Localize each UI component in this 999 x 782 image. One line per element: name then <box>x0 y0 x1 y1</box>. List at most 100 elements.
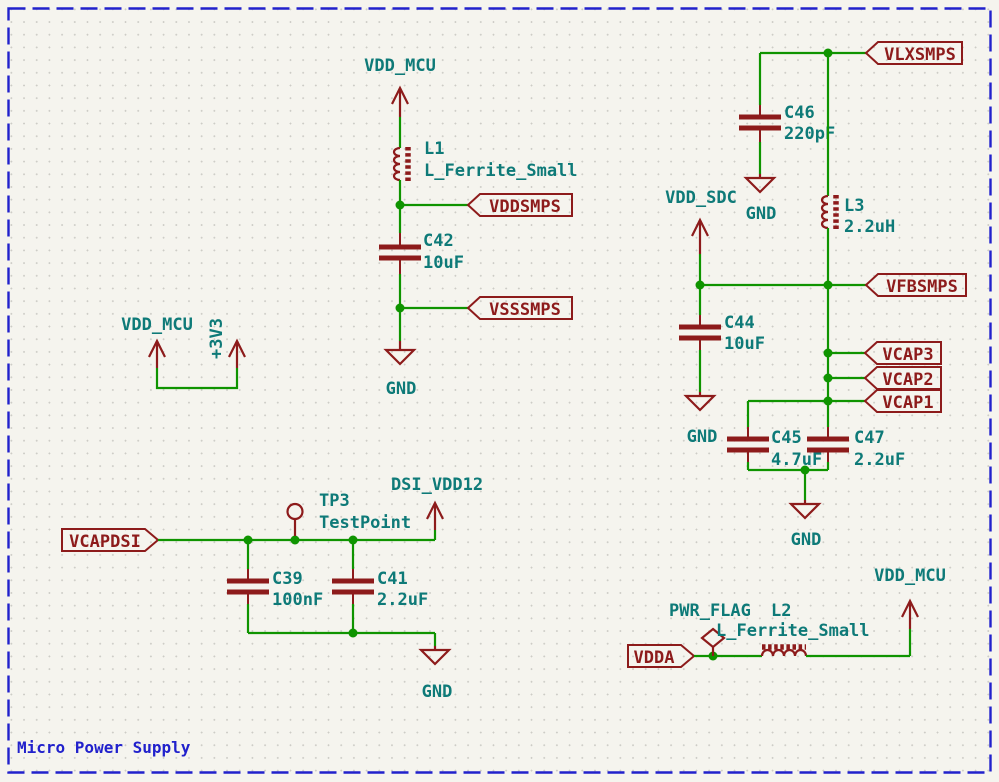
inductor-l1[interactable]: L1 L_Ferrite_Small <box>392 139 578 182</box>
reference[interactable]: L2 <box>771 601 791 621</box>
reference[interactable]: C42 <box>423 231 454 251</box>
global-label-vdda[interactable]: VDDA <box>627 644 696 668</box>
power-symbol-vdd-mcu-top[interactable]: VDD_MCU <box>364 56 436 117</box>
reference[interactable]: L3 <box>844 196 864 216</box>
value[interactable]: L_Ferrite_Small <box>716 621 870 641</box>
inductor-l3[interactable]: L3 2.2uH <box>820 194 895 237</box>
power-symbol-vdd-mcu-left[interactable]: VDD_MCU <box>121 315 193 368</box>
capacitor-c45[interactable]: C45 4.7uF <box>727 427 822 470</box>
capacitor-c41[interactable]: C41 2.2uF <box>332 569 428 610</box>
value[interactable]: 10uF <box>423 253 464 273</box>
power-label[interactable]: GND <box>687 427 718 447</box>
junction-dot[interactable] <box>395 303 405 313</box>
value[interactable]: 2.2uH <box>844 217 895 237</box>
label-text[interactable]: VLXSMPS <box>884 45 956 65</box>
label-outline[interactable] <box>863 341 942 365</box>
gnd-triangle-icon[interactable] <box>788 502 822 520</box>
junction-dot[interactable] <box>290 535 300 545</box>
junction-dot[interactable] <box>823 396 833 406</box>
power-label[interactable]: VDD_MCU <box>121 315 193 335</box>
gnd-triangle-icon[interactable] <box>743 176 777 194</box>
coil[interactable] <box>392 146 401 182</box>
capacitor-c42[interactable]: C42 10uF <box>379 231 464 274</box>
testpoint-tp3[interactable]: TP3 TestPoint <box>286 491 412 536</box>
coil[interactable] <box>760 648 808 657</box>
label-outline[interactable] <box>863 389 942 413</box>
capacitor-c47[interactable]: C47 2.2uF <box>807 427 905 470</box>
capacitor-c44[interactable]: C44 10uF <box>679 313 765 354</box>
power-label[interactable]: +3V3 <box>207 318 227 359</box>
reference[interactable]: C39 <box>272 569 303 589</box>
label-outline[interactable] <box>61 528 160 552</box>
global-label-vddsmps[interactable]: VDDSMPS <box>466 193 573 217</box>
gnd-symbol-5[interactable]: GND <box>418 646 453 702</box>
power-label[interactable]: DSI_VDD12 <box>391 475 483 495</box>
value[interactable]: TestPoint <box>319 513 411 533</box>
junction-dot[interactable] <box>823 348 833 358</box>
label-text[interactable]: VSSSMPS <box>489 300 561 320</box>
global-label-vfbsmps[interactable]: VFBSMPS <box>864 273 967 297</box>
power-label[interactable]: VDD_SDC <box>665 188 737 208</box>
label-text[interactable]: VDDSMPS <box>489 197 561 217</box>
power-symbol-3v3[interactable]: +3V3 <box>207 318 246 368</box>
reference[interactable]: C45 <box>771 428 802 448</box>
label-outline[interactable] <box>627 644 696 668</box>
power-label[interactable]: GND <box>746 204 777 224</box>
junction-dot[interactable] <box>395 200 405 210</box>
testpoint-circle-icon[interactable] <box>286 502 304 521</box>
junction-dot[interactable] <box>823 373 833 383</box>
label-text[interactable]: VDDA <box>634 648 675 668</box>
global-label-vcap3[interactable]: VCAP3 <box>863 341 942 365</box>
power-label[interactable]: GND <box>422 682 453 702</box>
flag-diamond-icon[interactable] <box>700 627 726 649</box>
gnd-symbol-1[interactable]: GND <box>383 341 417 399</box>
gnd-symbol-4[interactable]: GND <box>788 500 822 550</box>
label-text[interactable]: VFBSMPS <box>886 277 958 297</box>
capacitor-c46[interactable]: C46 220pF <box>739 103 835 144</box>
value[interactable]: 2.2uF <box>854 450 905 470</box>
reference[interactable]: C47 <box>854 428 885 448</box>
power-label[interactable]: GND <box>386 379 417 399</box>
label-text[interactable]: VCAP2 <box>882 370 933 390</box>
wire[interactable] <box>155 368 239 390</box>
label-outline[interactable] <box>466 193 573 217</box>
global-label-vcap2[interactable]: VCAP2 <box>863 366 942 390</box>
label-text[interactable]: VCAP1 <box>882 393 933 413</box>
reference[interactable]: TP3 <box>319 491 350 511</box>
global-label-vsssmps[interactable]: VSSSMPS <box>466 296 573 320</box>
power-symbol-dsi-vdd12[interactable]: DSI_VDD12 <box>391 475 483 530</box>
gnd-symbol-2[interactable]: GND <box>743 174 777 224</box>
reference[interactable]: C41 <box>377 569 408 589</box>
global-label-vlxsmps[interactable]: VLXSMPS <box>864 41 963 65</box>
power-symbol-vdd-mcu-bottom[interactable]: VDD_MCU <box>874 566 946 629</box>
power-label[interactable]: VDD_MCU <box>874 566 946 586</box>
gnd-triangle-icon[interactable] <box>383 348 417 366</box>
label-text[interactable]: VCAPDSI <box>69 532 141 552</box>
value[interactable]: 220pF <box>784 124 835 144</box>
power-symbol-vdd-sdc[interactable]: VDD_SDC <box>665 188 737 254</box>
reference[interactable]: L1 <box>424 139 444 159</box>
value[interactable]: 2.2uF <box>377 590 428 610</box>
label-outline[interactable] <box>863 366 942 390</box>
label-outline[interactable] <box>864 273 967 297</box>
label-outline[interactable] <box>466 296 573 320</box>
coil[interactable] <box>820 194 829 230</box>
junction-dot[interactable] <box>695 280 705 290</box>
gnd-triangle-icon[interactable] <box>683 394 717 412</box>
gnd-triangle-icon[interactable] <box>418 648 452 666</box>
junction-dot[interactable] <box>348 628 358 638</box>
reference[interactable]: C44 <box>724 313 755 333</box>
value[interactable]: L_Ferrite_Small <box>424 161 578 181</box>
pwr-flag-symbol[interactable]: PWR_FLAG <box>669 601 751 656</box>
global-label-vcapdsi[interactable]: VCAPDSI <box>61 528 160 552</box>
value[interactable]: 4.7uF <box>771 450 822 470</box>
reference[interactable]: C46 <box>784 103 815 123</box>
label-text[interactable]: VCAP3 <box>882 345 933 365</box>
value[interactable]: 10uF <box>724 334 765 354</box>
gnd-symbol-3[interactable]: GND <box>683 392 718 447</box>
global-label-vcap1[interactable]: VCAP1 <box>863 389 942 413</box>
capacitor-c39[interactable]: C39 100nF <box>227 569 323 610</box>
inductor-l2[interactable]: L2 L_Ferrite_Small <box>716 601 870 657</box>
junction-dot[interactable] <box>823 280 833 290</box>
power-label[interactable]: VDD_MCU <box>364 56 436 76</box>
